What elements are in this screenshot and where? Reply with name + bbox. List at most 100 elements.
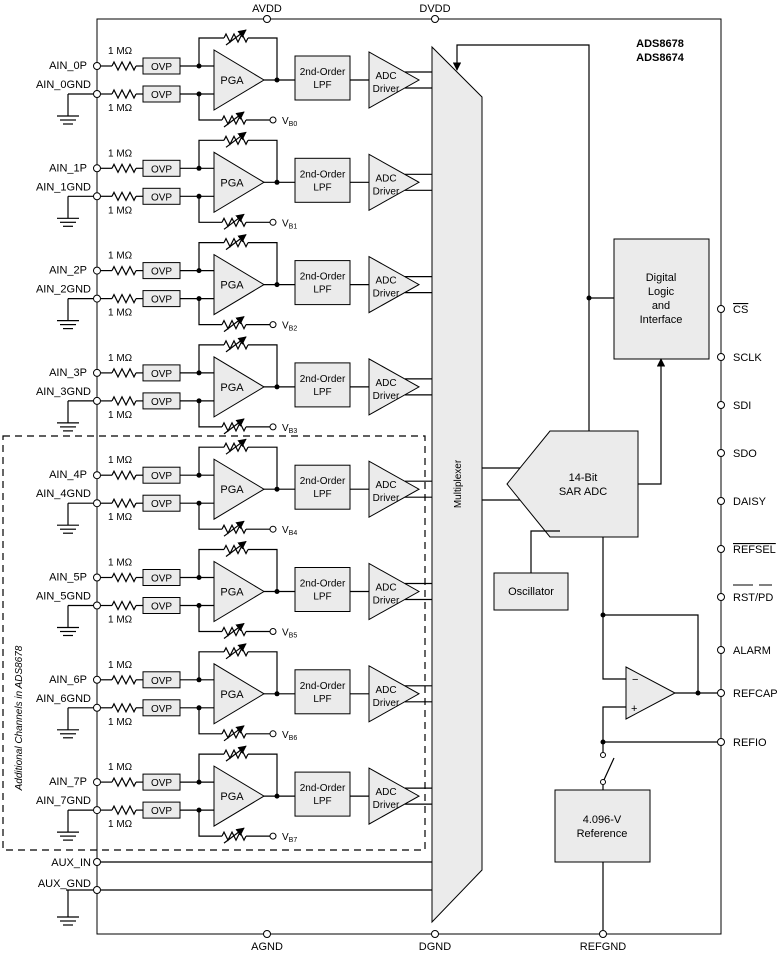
- input-label-p: AIN_3P: [49, 367, 87, 379]
- ground-symbol: [57, 503, 79, 534]
- input-pin-gnd: [93, 192, 101, 201]
- reference-buffer: [625, 666, 677, 720]
- pin-cs: [717, 305, 725, 313]
- lpf-box: [294, 771, 351, 817]
- resistor-label-p: 1 MΩ: [108, 251, 133, 262]
- input-resistor-p: [111, 776, 137, 788]
- input-pin-p: [93, 62, 101, 70]
- feedback-wire: [248, 446, 278, 490]
- gain-resistor: [223, 336, 249, 353]
- lpf-label-1: 2nd-Order: [300, 579, 346, 590]
- junction-dot: [274, 793, 280, 799]
- input-pin-gnd: [93, 703, 101, 712]
- input-resistor-p: [111, 162, 137, 174]
- lpf-label-2: LPF: [313, 592, 331, 603]
- driver-label-2: Driver: [373, 698, 400, 709]
- junction-dot: [274, 691, 280, 697]
- refcap-feedback: [603, 614, 699, 693]
- pin-label-cs: CS: [733, 304, 748, 316]
- input-resistor-gnd: [111, 702, 137, 714]
- agnd-pin: [263, 930, 271, 938]
- resistor-label-gnd: 1 MΩ: [108, 205, 133, 216]
- ground-symbol: [57, 810, 79, 841]
- pga-label: PGA: [220, 280, 244, 292]
- pga: [213, 356, 265, 418]
- resistor-label-p: 1 MΩ: [108, 148, 133, 159]
- driver-label-1: ADC: [375, 378, 396, 389]
- sar-adc: [506, 430, 639, 538]
- bias-label: VB7: [282, 832, 297, 844]
- aux-ground-symbol: [57, 889, 93, 926]
- pga: [213, 662, 265, 725]
- pga-label: PGA: [220, 689, 244, 701]
- digital-label-1: Digital: [646, 272, 677, 284]
- input-pin-gnd: [93, 601, 101, 610]
- gain-resistor: [223, 29, 249, 46]
- input-pin-p: [93, 573, 101, 582]
- bias-resistor: [221, 622, 247, 639]
- resistor-label-gnd: 1 MΩ: [108, 512, 133, 523]
- dvdd-label: DVDD: [419, 3, 450, 15]
- resistor-label-p: 1 MΩ: [108, 660, 133, 671]
- resistor-label-p: 1 MΩ: [108, 558, 133, 569]
- adc-driver: [368, 664, 421, 723]
- pin-refio: [717, 738, 725, 746]
- ovp-label-p: OVP: [151, 369, 172, 380]
- pin-sclk: [717, 353, 725, 361]
- input-label-gnd: AIN_1GND: [36, 181, 91, 193]
- ovp-label-gnd: OVP: [151, 499, 172, 510]
- ovp-label-gnd: OVP: [151, 602, 172, 613]
- input-label-gnd: AIN_7GND: [36, 795, 91, 807]
- resistor-label-p: 1 MΩ: [108, 762, 133, 773]
- lpf-box: [294, 260, 351, 306]
- lpf-label-2: LPF: [313, 182, 331, 193]
- part-number-2: ADS8674: [636, 52, 685, 64]
- lpf-label-2: LPF: [313, 80, 331, 91]
- input-pin-p: [93, 368, 101, 377]
- pin-rst-pd: [717, 593, 725, 601]
- bias-resistor: [221, 418, 247, 435]
- dvdd-pin: [431, 15, 439, 23]
- pin-label-rst-pd: RST/PD: [733, 592, 773, 604]
- gain-resistor: [223, 234, 249, 251]
- resistor-label-gnd: 1 MΩ: [108, 717, 133, 728]
- pga: [213, 49, 265, 111]
- pin-label-alarm: ALARM: [733, 645, 771, 657]
- pin-label-sdi: SDI: [733, 400, 751, 412]
- pga-label: PGA: [220, 791, 244, 803]
- variable-arrow: [225, 131, 247, 148]
- bias-resistor: [221, 827, 247, 844]
- multiplexer-label: Multiplexer: [453, 459, 464, 508]
- oscillator-label: Oscillator: [508, 586, 554, 598]
- input-resistor-p: [111, 674, 137, 686]
- variable-arrow: [225, 336, 247, 353]
- pin-label-refio: REFIO: [733, 737, 767, 749]
- resistor-label-gnd: 1 MΩ: [108, 615, 133, 626]
- driver-label-2: Driver: [373, 84, 400, 95]
- lpf-box: [294, 567, 351, 612]
- lpf-label-2: LPF: [313, 387, 331, 398]
- ovp-label-gnd: OVP: [151, 192, 172, 203]
- bias-resistor: [221, 111, 247, 128]
- pga: [213, 765, 265, 827]
- lpf-box: [294, 669, 351, 715]
- gain-resistor: [223, 540, 249, 557]
- input-resistor-p: [111, 367, 137, 379]
- bias-wire: [198, 94, 222, 121]
- adc-driver: [368, 255, 421, 314]
- variable-arrow: [225, 234, 247, 251]
- pin-refsel: [717, 545, 725, 553]
- input-pin-p: [93, 164, 101, 173]
- switch-blade: [602, 757, 615, 783]
- ovp-label-gnd: OVP: [151, 397, 172, 408]
- input-resistor-p: [111, 265, 137, 276]
- input-pin-gnd: [93, 90, 101, 98]
- aux-in-pin: [93, 858, 101, 866]
- variable-arrow: [225, 745, 247, 762]
- opamp-plus: +: [631, 703, 637, 715]
